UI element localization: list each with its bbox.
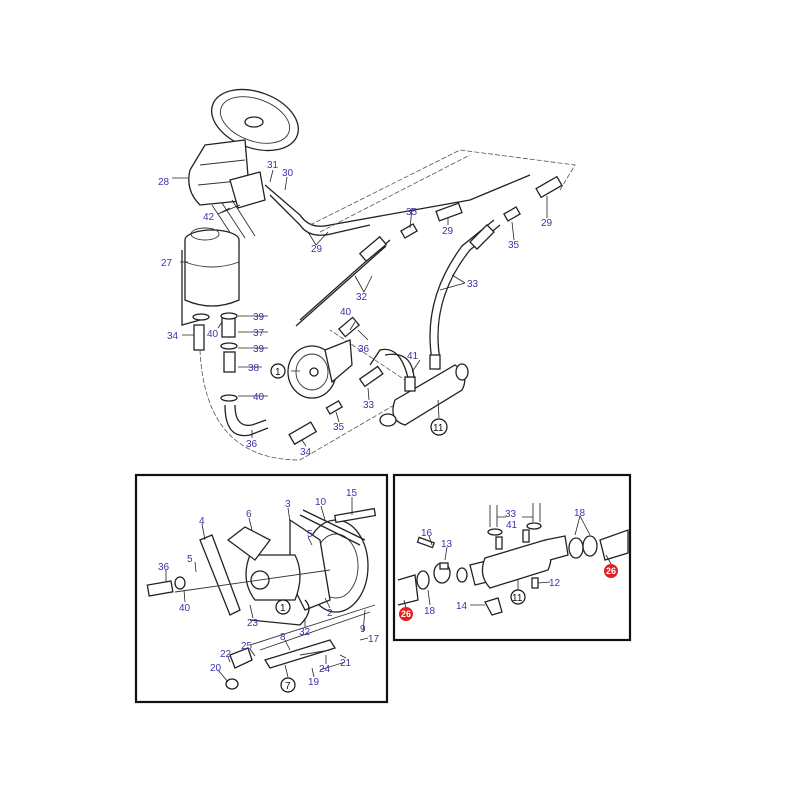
callout-34: 34 [300, 447, 312, 458]
callouts-cooler: 33 41 18 16 13 12 26 11 14 18 26 [399, 508, 618, 621]
callout-13: 13 [441, 539, 453, 550]
callout-33: 33 [363, 400, 375, 411]
callout-26-highlight [399, 607, 413, 621]
callout-36: 36 [358, 344, 370, 355]
callout-42: 42 [203, 212, 215, 223]
steering-helm-assembly [188, 88, 300, 241]
pump-detail-drawing [146, 507, 377, 690]
pump-detail-box [134, 473, 389, 704]
callout-36: 36 [246, 439, 258, 450]
callout-40: 40 [253, 392, 265, 403]
callout-5: 5 [187, 554, 193, 565]
callout-21: 21 [340, 658, 352, 669]
callout-circle-11 [510, 589, 526, 605]
callout-26: 26 [401, 609, 411, 619]
callouts-pump: 15 10 3 6 4 5 36 5 40 1 2 23 32 9 8 17 2… [158, 488, 380, 693]
hydraulic-hoses [264, 149, 576, 361]
oil-cooler [288, 348, 469, 446]
callout-32: 32 [299, 627, 311, 638]
callout-29: 29 [442, 226, 454, 237]
callout-12: 12 [549, 578, 561, 589]
callout-32: 32 [356, 292, 368, 303]
power-steering-pump [287, 316, 361, 399]
leader-lines-pump [165, 497, 369, 683]
callout-38: 38 [248, 363, 260, 374]
callout-11: 11 [433, 423, 444, 434]
callouts-main: 28 31 30 42 29 35 29 29 35 27 32 33 40 3… [158, 160, 553, 458]
leader-lines-cooler [403, 515, 612, 609]
leader-lines-main [172, 169, 548, 447]
callout-26: 26 [606, 566, 616, 576]
callout-39: 39 [253, 344, 265, 355]
callout-41: 41 [407, 351, 419, 362]
callout-22: 22 [220, 649, 232, 660]
callout-6: 6 [246, 509, 252, 520]
callout-10: 10 [315, 497, 327, 508]
callout-15: 15 [346, 488, 358, 499]
callout-27: 27 [161, 258, 173, 269]
callout-23: 23 [247, 618, 259, 629]
callout-2: 2 [327, 608, 333, 619]
callout-28: 28 [158, 177, 170, 188]
callout-circle-11 [430, 418, 448, 436]
callout-37: 37 [253, 328, 265, 339]
callout-18: 18 [574, 508, 586, 519]
callout-14: 14 [456, 601, 468, 612]
callout-34: 34 [167, 331, 179, 342]
fluid-reservoir [181, 227, 421, 461]
callout-19: 19 [308, 677, 320, 688]
callout-circle-1 [275, 599, 291, 615]
callout-4: 4 [199, 516, 205, 527]
callout-8: 8 [280, 632, 286, 643]
callout-16: 16 [421, 528, 433, 539]
callout-7: 7 [285, 681, 291, 692]
callout-33: 33 [505, 509, 517, 520]
callout-40: 40 [340, 307, 352, 318]
callout-39: 39 [253, 312, 265, 323]
cooler-detail-box [392, 473, 632, 642]
callout-36: 36 [158, 562, 170, 573]
callout-11: 11 [512, 593, 523, 604]
callout-41: 41 [506, 520, 518, 531]
callout-9: 9 [360, 624, 366, 635]
callout-35: 35 [333, 422, 345, 433]
callout-30: 30 [282, 168, 294, 179]
callout-17: 17 [368, 634, 380, 645]
callout-35: 35 [406, 207, 418, 218]
callout-18: 18 [424, 606, 436, 617]
callout-1: 1 [275, 367, 281, 378]
callout-35: 35 [508, 240, 520, 251]
callout-33: 33 [467, 279, 479, 290]
callout-20: 20 [210, 663, 222, 674]
callout-31: 31 [267, 160, 279, 171]
callout-1: 1 [280, 603, 286, 614]
callout-40: 40 [179, 603, 191, 614]
callout-29: 29 [311, 244, 323, 255]
callout-5: 5 [307, 529, 313, 540]
callout-24: 24 [319, 664, 331, 675]
callout-29: 29 [541, 218, 553, 229]
callout-circle-1 [270, 363, 286, 379]
cooler-detail-drawing [397, 503, 629, 616]
callout-25: 25 [241, 641, 253, 652]
callout-circle-7 [280, 677, 296, 693]
callout-26-highlight [604, 564, 618, 578]
callout-3: 3 [285, 499, 291, 510]
callout-40: 40 [207, 329, 219, 340]
